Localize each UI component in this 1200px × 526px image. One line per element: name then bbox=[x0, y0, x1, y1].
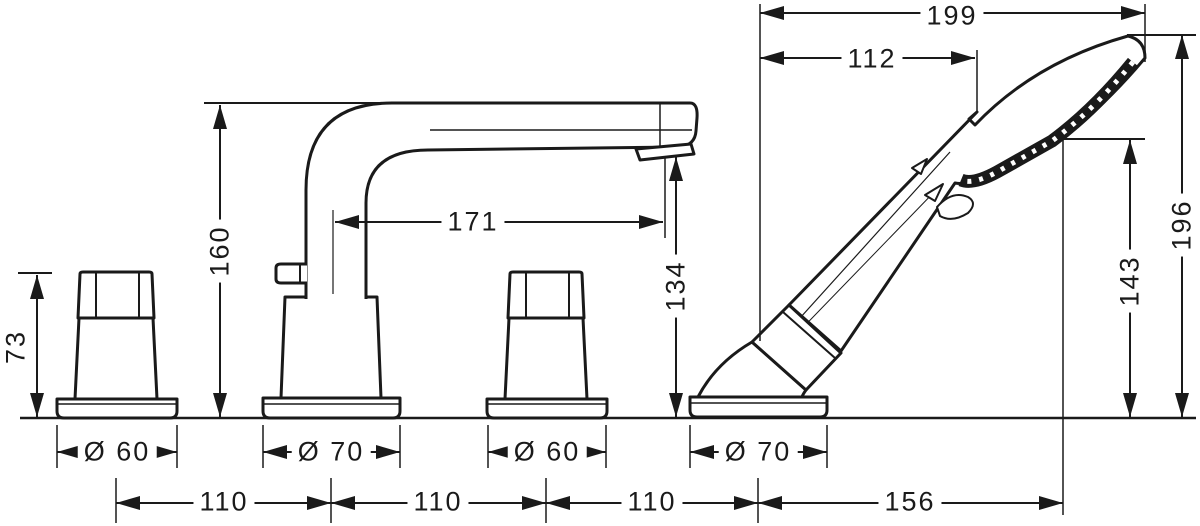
spray-face-band bbox=[958, 57, 1139, 188]
dim-dia-handle-left: Ø 60 bbox=[77, 437, 157, 467]
dim-spout-reach: 171 bbox=[441, 207, 505, 237]
select-arrow-icon bbox=[924, 183, 944, 202]
dim-pitch-3: 110 bbox=[621, 487, 683, 517]
select-button bbox=[936, 194, 974, 220]
dim-dia-handle-right: Ø 60 bbox=[507, 437, 587, 467]
dim-spray-face-height: 143 bbox=[1115, 249, 1145, 313]
dim-dia-spout: Ø 70 bbox=[291, 437, 371, 467]
spout bbox=[261, 101, 699, 420]
dim-pitch-2: 110 bbox=[407, 487, 469, 517]
dim-head-offset: 112 bbox=[841, 44, 903, 74]
hand-shower bbox=[785, 34, 1147, 353]
shower-holder bbox=[688, 303, 843, 419]
dim-outlet-height: 134 bbox=[661, 254, 691, 318]
dimension-lines bbox=[18, 4, 1196, 523]
dim-pitch-4: 156 bbox=[878, 487, 942, 517]
right-handle bbox=[485, 270, 609, 420]
dim-spout-height: 160 bbox=[205, 219, 235, 283]
dim-handle-height: 73 bbox=[1, 323, 31, 371]
dim-head-top-height: 196 bbox=[1167, 193, 1197, 257]
dim-pitch-1: 110 bbox=[193, 487, 255, 517]
dim-dia-holder: Ø 70 bbox=[718, 437, 798, 467]
select-arrow-icon bbox=[911, 158, 928, 175]
dim-overall-width: 199 bbox=[920, 1, 984, 31]
left-handle bbox=[55, 270, 179, 420]
